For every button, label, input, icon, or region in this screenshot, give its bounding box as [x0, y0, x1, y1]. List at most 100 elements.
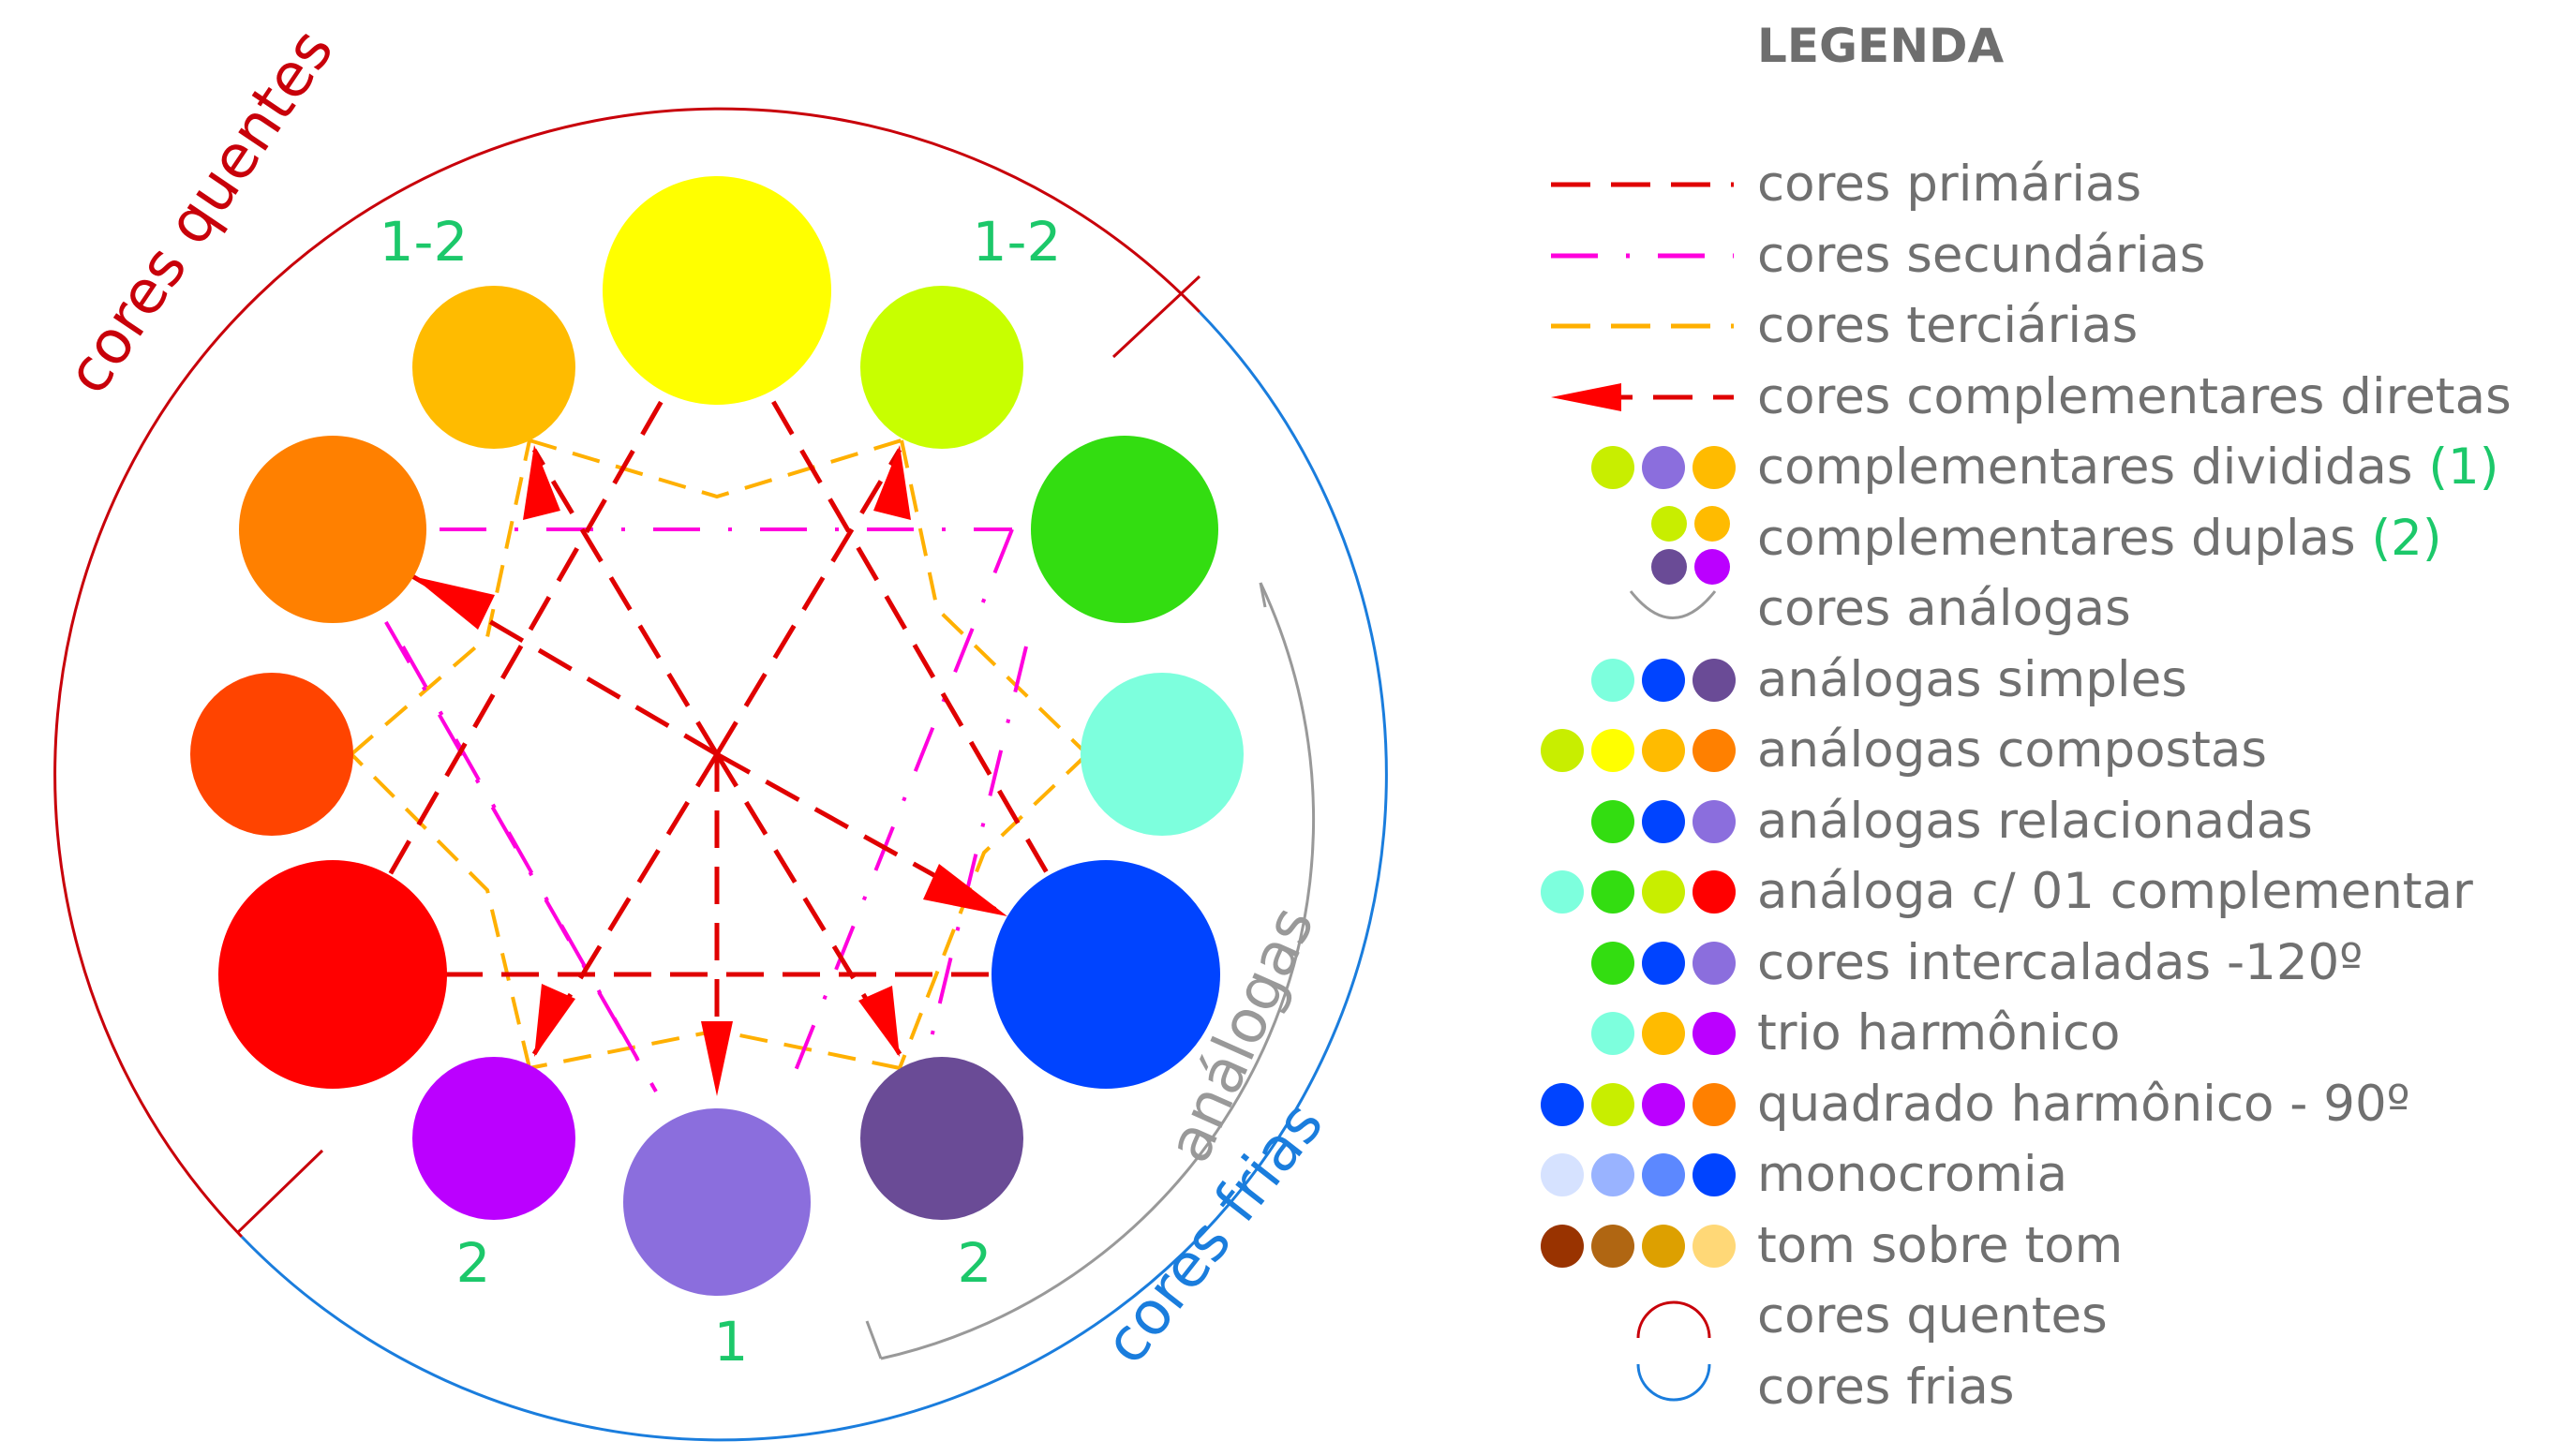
legend-color-dot	[1591, 446, 1634, 489]
legend-label-number: (1)	[2428, 438, 2499, 496]
legend-marker	[1490, 504, 1743, 585]
legend-color-dot	[1541, 1153, 1584, 1196]
number-top-left: 1-2	[380, 210, 469, 274]
color-violet-dark	[860, 1057, 1023, 1220]
legend-color-dot	[1642, 658, 1685, 702]
legend-label-text: cores intercaladas -120º	[1757, 933, 2364, 991]
legend-label: cores secundárias	[1757, 221, 2206, 290]
legend-color-dot	[1693, 799, 1736, 843]
legend-color-dot	[1693, 658, 1736, 702]
legend-color-dot	[1591, 870, 1634, 914]
legend-label-text: quadrado harmônico - 90º	[1757, 1075, 2410, 1133]
legend-color-dot	[1693, 941, 1736, 985]
legend-label: cores análogas	[1757, 574, 2131, 644]
color-purple	[412, 1057, 575, 1220]
secondary-lines	[331, 527, 1028, 1092]
legend-label-text: tom sobre tom	[1757, 1216, 2124, 1274]
legend-marker	[1490, 857, 1743, 927]
complementary-arrowheads	[412, 445, 1007, 1096]
legend-label-text: complementares divididas	[1757, 438, 2413, 496]
warm-arc-end-tick	[1111, 275, 1201, 359]
legend-marker	[1490, 787, 1743, 856]
legend-marker	[1490, 1070, 1743, 1139]
legend-marker	[1490, 291, 1743, 361]
legend-row: cores complementares diretas	[1490, 363, 2540, 432]
legend-color-dot	[1651, 548, 1687, 585]
legend-row: cores terciárias	[1490, 291, 2540, 361]
color-cyan	[1081, 673, 1244, 836]
legend-color-dot	[1642, 446, 1685, 489]
legend-color-dot	[1591, 729, 1634, 772]
warm-colors-arc	[53, 107, 1201, 1239]
color-yellow-orange	[412, 286, 575, 449]
legend-line-icon	[1636, 1363, 1711, 1401]
legend-label: trio harmônico	[1757, 999, 2120, 1068]
legend-row: tom sobre tom	[1490, 1211, 2540, 1281]
legend-color-dot	[1694, 548, 1730, 585]
legend-row: cores primárias	[1490, 150, 2540, 219]
label-warm-colors: cores quentes	[53, 17, 348, 406]
color-circles	[190, 176, 1244, 1296]
legend-color-dot	[1693, 1153, 1736, 1196]
legend-row: cores quentes	[1490, 1282, 2540, 1351]
legend-label: complementares divididas (1)	[1757, 433, 2498, 502]
legend-color-dot	[1642, 1082, 1685, 1126]
legend-label: tom sobre tom	[1757, 1211, 2123, 1281]
legend-marker	[1490, 363, 1743, 432]
legend-marker	[1490, 999, 1743, 1068]
legend-label: análogas relacionadas	[1757, 787, 2313, 856]
primary-lines	[330, 303, 1109, 977]
color-red-orange	[190, 673, 353, 836]
legend-row: análogas compostas	[1490, 716, 2540, 785]
legend-color-dot	[1591, 658, 1634, 702]
legend-color-dot	[1693, 1082, 1736, 1126]
legend-color-dot	[1693, 870, 1736, 914]
legend-row: complementares duplas (2)	[1490, 504, 2540, 585]
legend-label: cores terciárias	[1757, 291, 2138, 361]
legend-label: monocromia	[1757, 1140, 2067, 1210]
color-green	[1031, 436, 1218, 623]
legend-row: cores secundárias	[1490, 221, 2540, 290]
legend-row: cores intercaladas -120º	[1490, 929, 2540, 998]
legend-label-text: trio harmônico	[1757, 1004, 2121, 1062]
legend-marker	[1490, 433, 1743, 502]
legend-color-dot	[1642, 1012, 1685, 1055]
number-bottom-center: 1	[714, 1310, 749, 1374]
color-blue	[992, 860, 1220, 1089]
legend-color-dot	[1541, 870, 1584, 914]
legend-color-dot	[1591, 799, 1634, 843]
legend-label-text: monocromia	[1757, 1146, 2068, 1203]
wheel-numbers: 1-2 1-2 2 1 2	[380, 210, 1062, 1374]
legend-row: monocromia	[1490, 1140, 2540, 1210]
number-top-right: 1-2	[973, 210, 1062, 274]
warm-arc-start-tick	[235, 1149, 324, 1235]
legend-color-dot	[1694, 505, 1730, 542]
legend-line-icon	[1629, 590, 1717, 619]
legend-label-text: cores análogas	[1757, 580, 2131, 637]
legend-row: quadrado harmônico - 90º	[1490, 1070, 2540, 1139]
legend-color-dot	[1591, 1012, 1634, 1055]
legend-marker	[1490, 221, 1743, 290]
legend-label-text: cores frias	[1757, 1358, 2015, 1416]
legend-line-icon	[1551, 323, 1734, 329]
legend-color-dot	[1642, 799, 1685, 843]
legend-label: cores primárias	[1757, 150, 2141, 219]
legend-label-text: análogas relacionadas	[1757, 792, 2313, 850]
legend-label: análoga c/ 01 complementar	[1757, 857, 2473, 927]
legend-label-text: cores primárias	[1757, 156, 2142, 213]
legend-label: cores quentes	[1757, 1282, 2108, 1351]
legend-color-dot	[1651, 505, 1687, 542]
color-wheel-diagram: 1-2 1-2 2 1 2 cores quentes cores frias …	[53, 17, 1388, 1442]
legend-row: análogas relacionadas	[1490, 787, 2540, 856]
legend-color-dot	[1541, 1082, 1584, 1126]
legend-marker	[1490, 716, 1743, 785]
cool-colors-arc	[240, 310, 1388, 1442]
legend-label-text: complementares duplas	[1757, 509, 2356, 567]
legend-label-text: cores quentes	[1757, 1287, 2108, 1345]
legend-row: cores análogas	[1490, 574, 2540, 644]
legend-row: análoga c/ 01 complementar	[1490, 857, 2540, 927]
legend-label: cores frias	[1757, 1353, 2015, 1422]
analogous-bracket-tick-top	[1259, 582, 1267, 608]
number-bottom-left: 2	[456, 1231, 491, 1295]
